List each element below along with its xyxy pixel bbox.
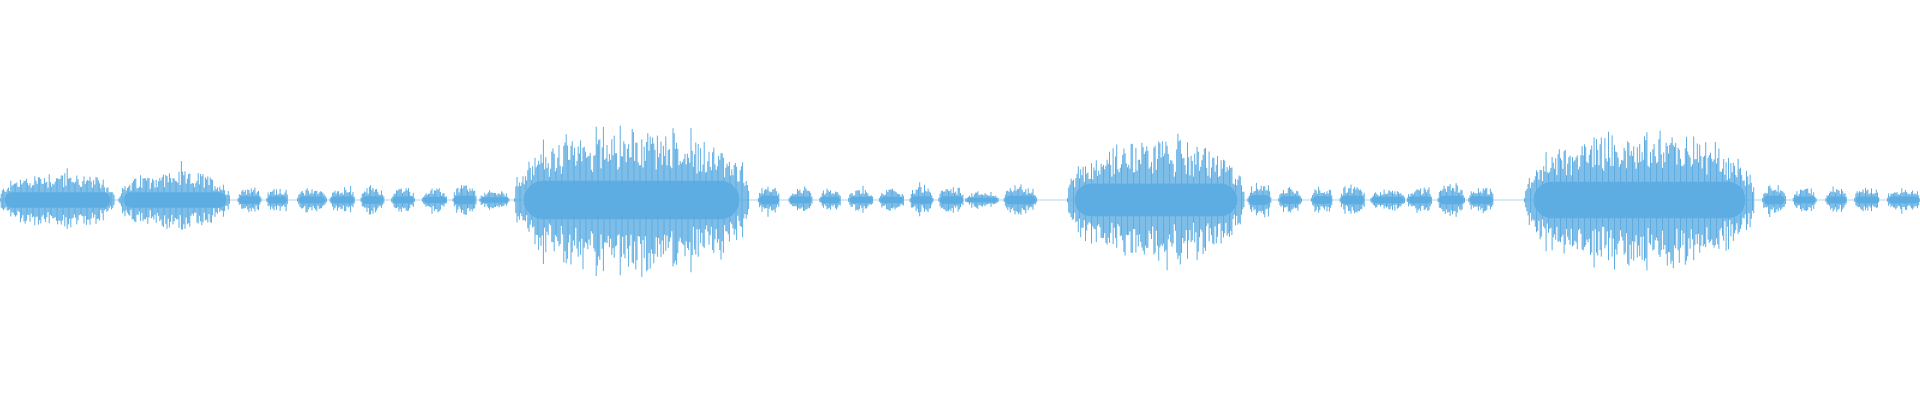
waveform-segment [1524,130,1755,271]
waveform-segment-core [1855,196,1879,204]
waveform-segment-core [423,196,447,204]
waveform-segment-core [4,192,111,208]
waveform-segment [1437,183,1465,217]
waveform-segment-core [880,196,904,204]
waveform-segment [1310,186,1333,213]
waveform-segment [848,185,874,213]
waveform-segment [1792,188,1817,212]
waveform-segment-core [1533,181,1746,219]
waveform-segment-core [849,196,873,204]
waveform-segment-core [267,196,288,204]
waveform-segment-core [911,196,933,204]
waveform-segment [1067,133,1245,271]
waveform-segment-core [298,196,326,204]
waveform-segment [1247,182,1272,218]
waveform-segment [329,186,355,213]
waveform-segment [237,187,262,213]
waveform-segment-core [1372,196,1405,204]
waveform-segment [1825,186,1847,212]
waveform-segment [788,186,813,211]
waveform-segment-core [331,196,355,204]
waveform-segment [297,188,327,213]
waveform-segment [421,188,447,214]
waveform-segment [360,185,385,215]
waveform-segment-core [820,196,841,204]
waveform-segment-core [361,196,384,204]
waveform-segment [1339,184,1365,214]
waveform-segment-core [123,192,226,208]
waveform-segment-core [1408,196,1432,204]
waveform-segment [479,190,510,210]
waveform-segment [1886,188,1920,214]
waveform-segment [514,125,750,277]
waveform-segment [391,188,415,212]
waveform-segment [965,191,999,209]
waveform-segment-core [1763,195,1785,205]
waveform-segment [1003,184,1038,215]
waveform-segment-core [1341,195,1365,205]
waveform-segment-core [1888,196,1919,204]
waveform-segment [819,188,841,210]
waveform-segment-core [1439,195,1464,205]
waveform-segment [1370,189,1405,211]
waveform-segment [1762,185,1786,217]
waveform-segment-core [239,196,261,204]
waveform-segment-core [1279,196,1301,204]
waveform-segment [266,188,288,212]
waveform-segment [1278,187,1302,213]
waveform-segment [757,186,780,217]
waveform-segment [1854,187,1880,212]
waveform-segment [938,187,964,213]
waveform-segment-core [1826,196,1847,204]
waveform-segment-core [1312,196,1332,204]
waveform-segment-core [1469,196,1493,204]
waveform-segment-core [939,196,963,204]
waveform-segment [1406,187,1432,213]
waveform-segment-core [1074,183,1238,217]
waveform-segment [1468,188,1494,214]
waveform-segment-core [1794,196,1816,204]
waveform-segment-core [1005,195,1036,205]
waveform-segment-core [392,196,414,204]
waveform-segment-core [454,195,476,205]
waveform-segment-core [759,195,779,205]
waveform-segment [878,188,904,211]
waveform-segment [0,168,115,229]
waveform-segment-core [1248,195,1271,205]
waveform-segment-core [523,180,740,220]
waveform-segment-core [481,197,508,203]
waveform-segment-core [790,196,812,204]
waveform-segment [118,161,230,230]
waveform-segment-core [967,197,998,203]
waveform-segment [909,182,934,217]
waveform-segment [452,185,477,215]
